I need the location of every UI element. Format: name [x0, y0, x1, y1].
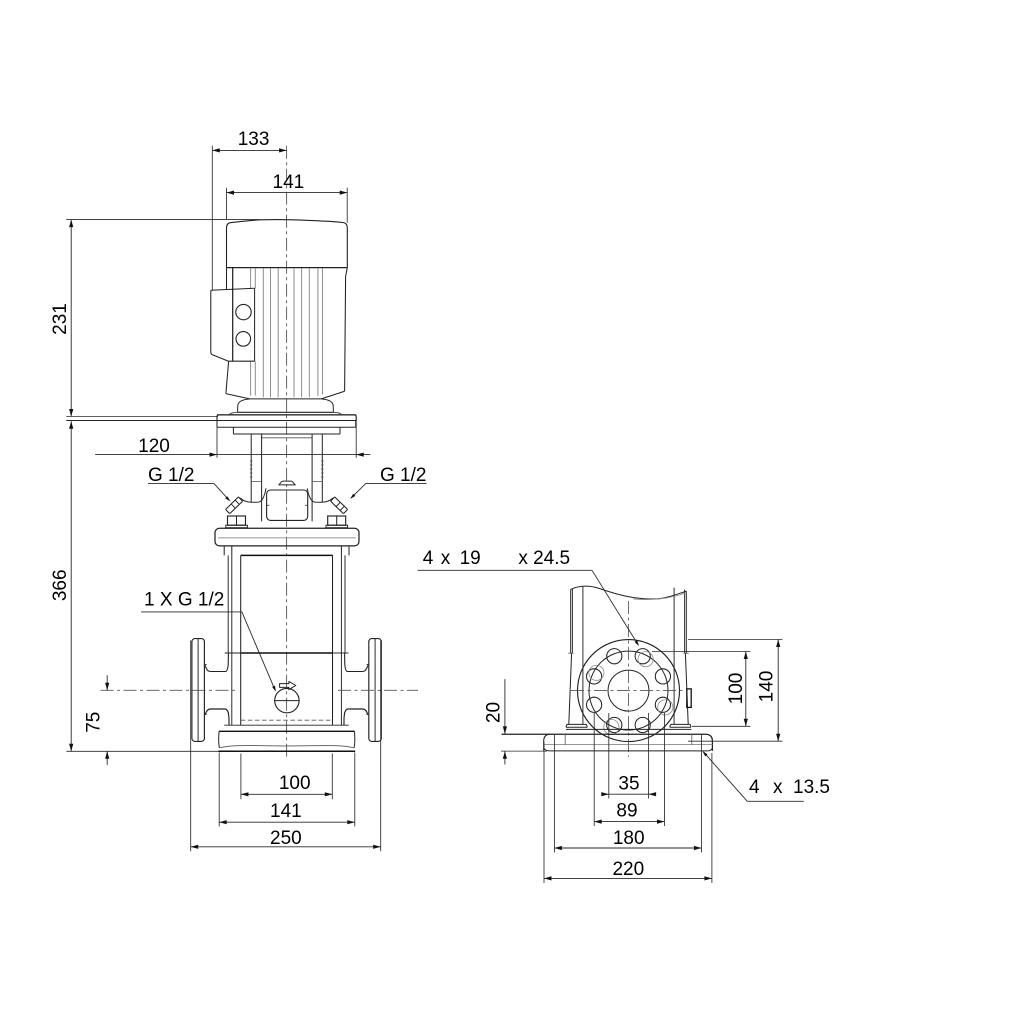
svg-text:x: x — [518, 548, 528, 569]
svg-text:G 1/2: G 1/2 — [148, 465, 194, 486]
svg-text:180: 180 — [613, 828, 645, 849]
svg-text:1 X G 1/2: 1 X G 1/2 — [144, 590, 224, 611]
svg-text:100: 100 — [279, 773, 311, 794]
svg-text:250: 250 — [270, 828, 302, 849]
svg-text:4: 4 — [749, 777, 760, 798]
svg-text:4: 4 — [423, 548, 434, 569]
svg-text:35: 35 — [618, 774, 639, 795]
svg-text:140: 140 — [757, 671, 778, 703]
svg-text:24.5: 24.5 — [533, 548, 570, 569]
svg-text:120: 120 — [138, 436, 170, 457]
svg-text:366: 366 — [50, 569, 71, 601]
svg-text:20: 20 — [484, 702, 505, 723]
svg-text:133: 133 — [238, 129, 270, 150]
svg-text:x: x — [441, 548, 451, 569]
svg-text:231: 231 — [50, 303, 71, 335]
svg-text:x: x — [773, 777, 783, 798]
svg-text:100: 100 — [726, 673, 747, 705]
svg-text:G 1/2: G 1/2 — [380, 465, 426, 486]
svg-text:13.5: 13.5 — [793, 777, 830, 798]
svg-text:141: 141 — [273, 172, 305, 193]
svg-text:75: 75 — [83, 712, 104, 733]
svg-text:19: 19 — [460, 548, 481, 569]
svg-text:89: 89 — [616, 800, 637, 821]
svg-text:220: 220 — [612, 859, 644, 880]
svg-text:141: 141 — [270, 801, 302, 822]
